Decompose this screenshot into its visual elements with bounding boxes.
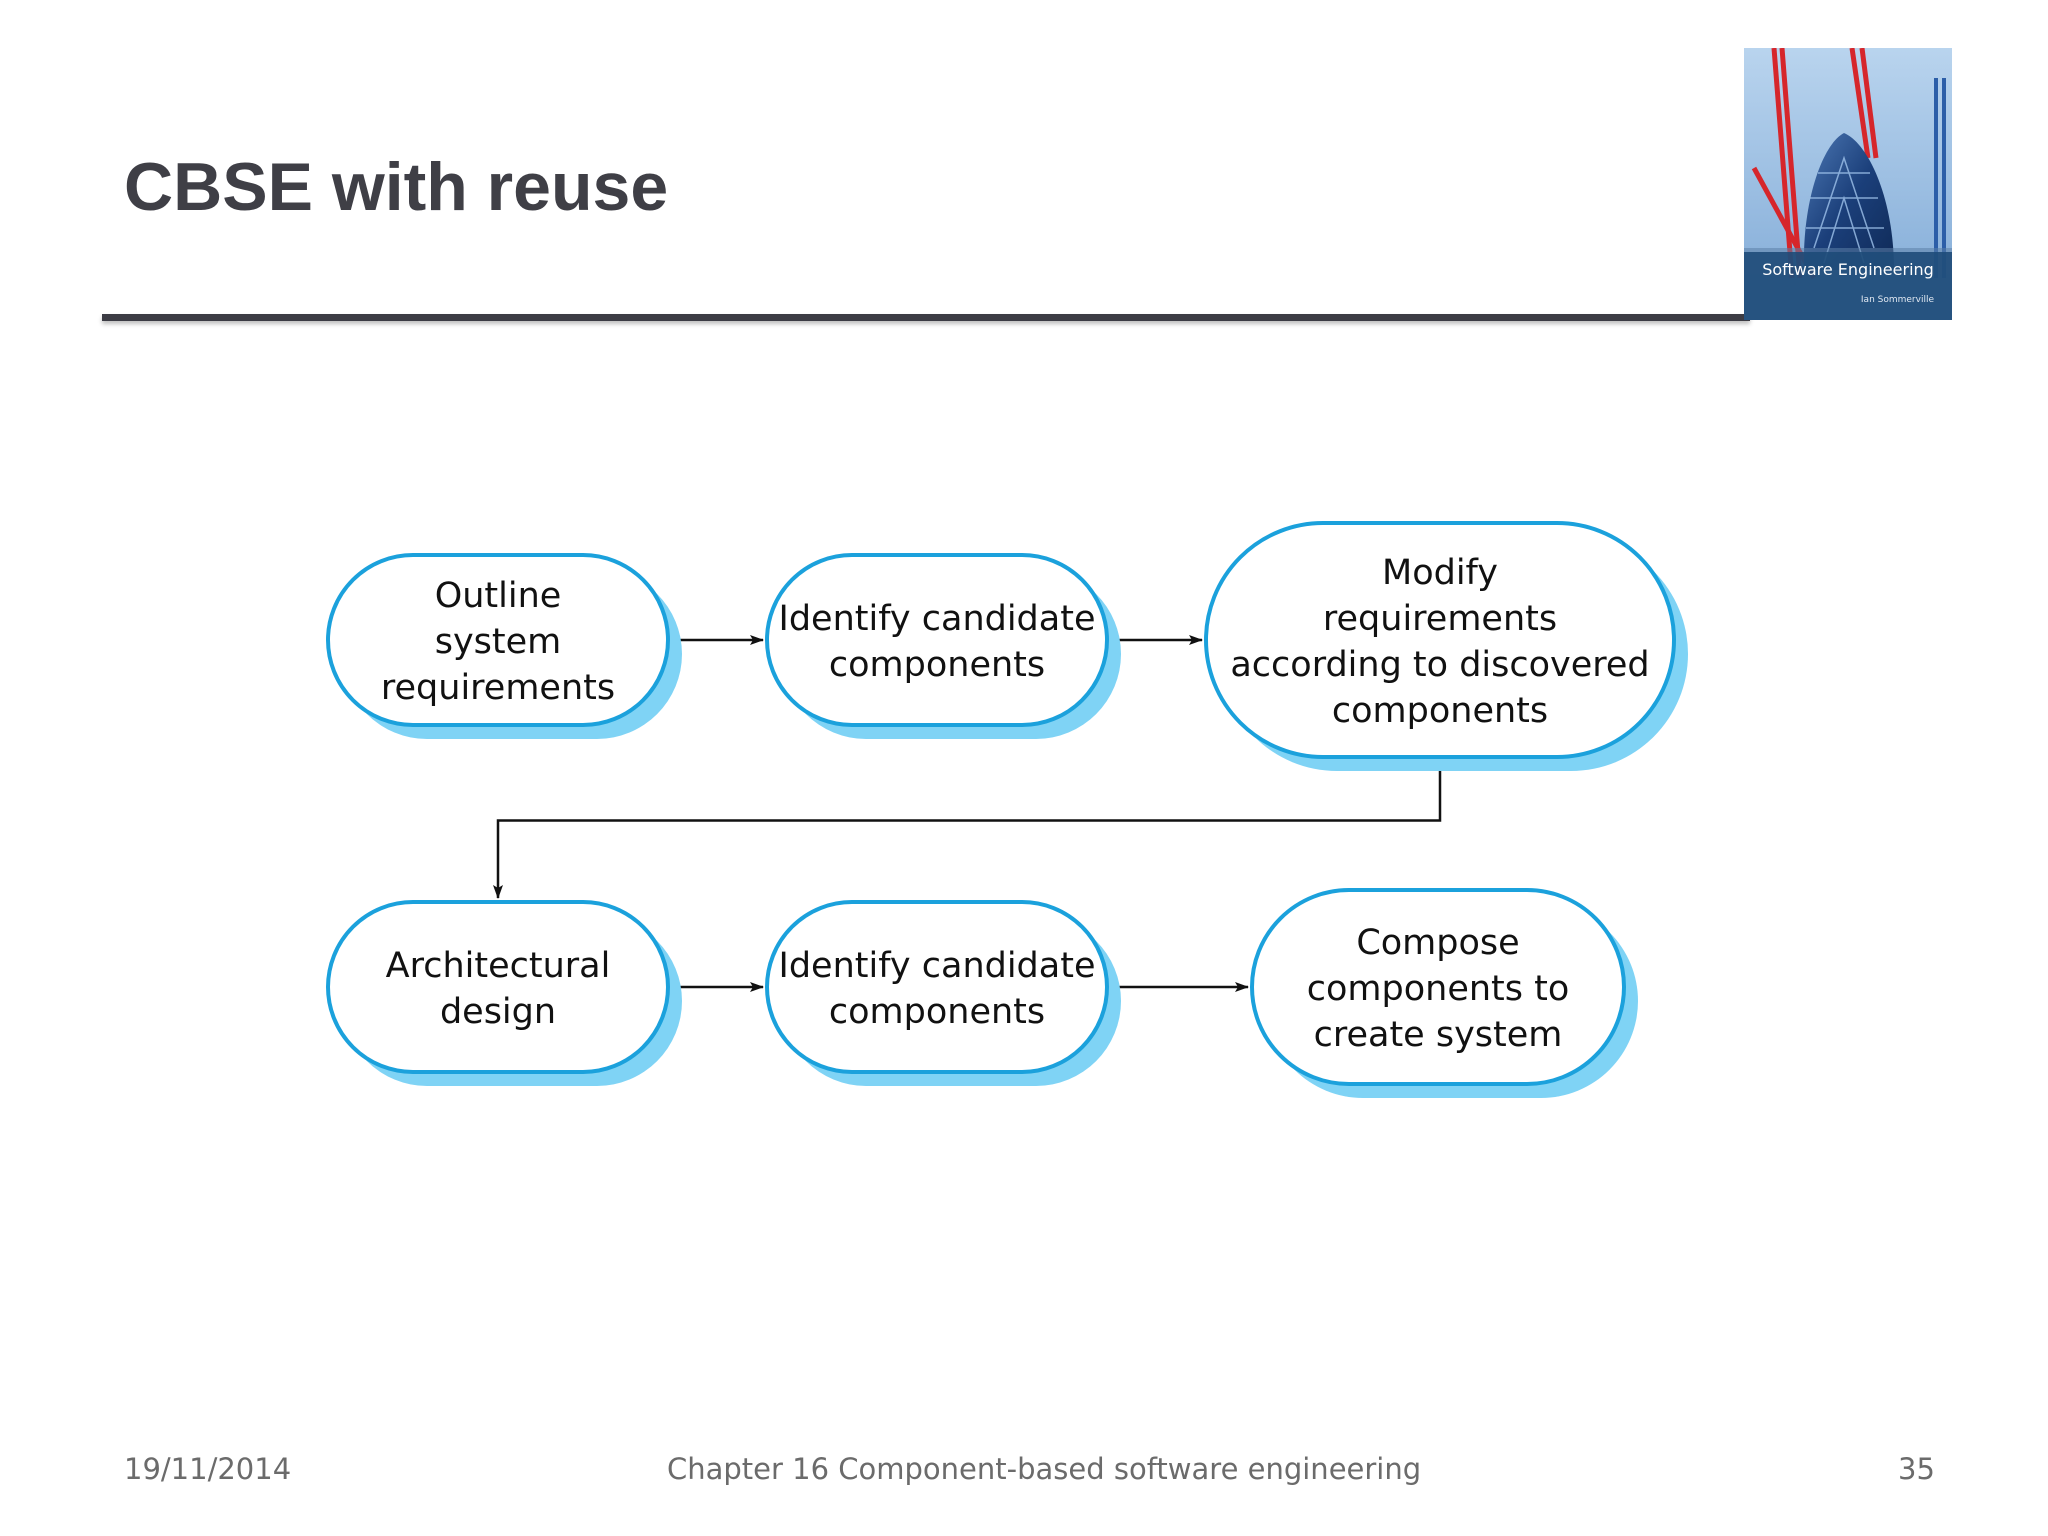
process-step-label: Compose bbox=[1356, 923, 1519, 963]
process-step-label: requirements bbox=[381, 668, 615, 708]
process-step-label: Identify candidate bbox=[779, 599, 1096, 639]
process-step-label: design bbox=[440, 992, 556, 1032]
process-step-label: requirements bbox=[1323, 599, 1557, 639]
process-step-compose: Compose components to create system bbox=[1252, 890, 1638, 1098]
footer-chapter-title: Chapter 16 Component-based software engi… bbox=[667, 1452, 1421, 1486]
process-step-label: according to discovered bbox=[1230, 645, 1649, 685]
process-step-identify-1: Identify candidate components bbox=[767, 555, 1121, 739]
process-step-label: components to bbox=[1307, 969, 1570, 1009]
process-step-label: Outline bbox=[435, 576, 562, 616]
flow-arrow-modify-to-architectural bbox=[498, 757, 1440, 898]
process-step-box bbox=[767, 555, 1107, 725]
process-step-label: Modify bbox=[1382, 553, 1498, 593]
process-step-box bbox=[767, 902, 1107, 1072]
process-step-label: components bbox=[829, 992, 1045, 1032]
footer-page-number: 35 bbox=[1898, 1452, 1935, 1486]
process-step-label: system bbox=[435, 622, 562, 662]
footer-date: 19/11/2014 bbox=[124, 1452, 291, 1486]
process-step-label: Architectural bbox=[386, 946, 611, 986]
process-step-label: components bbox=[829, 645, 1045, 685]
process-step-outline: Outline system requirements bbox=[328, 555, 682, 739]
process-step-modify: Modify requirements according to discovere… bbox=[1206, 523, 1688, 771]
process-step-label: Identify candidate bbox=[779, 946, 1096, 986]
process-step-box bbox=[328, 902, 668, 1072]
process-step-architectural: Architectural design bbox=[328, 902, 682, 1086]
process-step-identify-2: Identify candidate components bbox=[767, 902, 1121, 1086]
process-step-label: components bbox=[1332, 691, 1548, 731]
process-step-label: create system bbox=[1314, 1015, 1563, 1055]
